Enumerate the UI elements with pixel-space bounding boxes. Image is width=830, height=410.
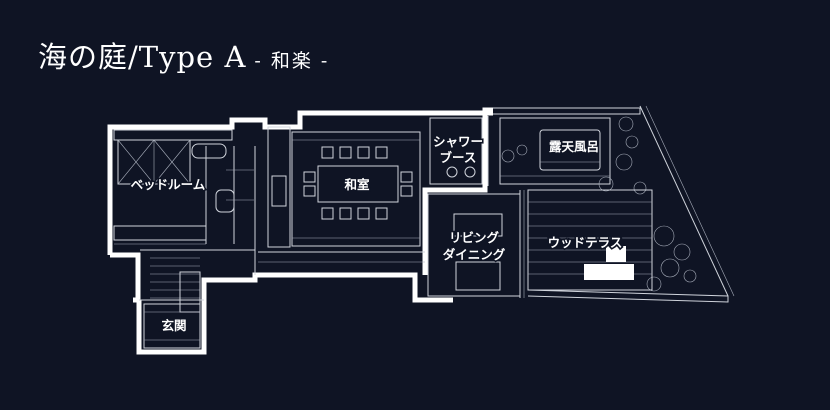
bedroom-bathtub — [191, 143, 227, 159]
washitsu-alcove — [267, 126, 291, 248]
terrace-deck — [527, 189, 653, 291]
plan-title: 海の庭/Type A - 和楽 - — [38, 34, 329, 76]
garden-stones — [501, 116, 697, 292]
bedroom-toilet — [215, 189, 235, 213]
room-label-rotenburo: 露天風呂 — [549, 139, 599, 154]
entrance-shoe-cabinet — [179, 271, 201, 313]
shower-enclosure — [429, 117, 483, 185]
plan-title-main: 海の庭/Type A — [38, 40, 247, 74]
bath-tub — [539, 129, 601, 171]
terrace-daybed — [584, 264, 634, 280]
washitsu: 和室 — [258, 126, 425, 263]
room-label-genkan: 玄関 — [161, 318, 186, 333]
room-label-wood-terrace: ウッドテラス — [548, 235, 623, 250]
washitsu-tatami — [291, 131, 421, 247]
room-label-living-2: ダイニング — [443, 247, 506, 262]
genkan-area — [143, 303, 201, 349]
living-sofa — [453, 213, 503, 237]
washitsu-cushions — [303, 146, 413, 220]
room-label-shower-2: ブース — [440, 150, 477, 165]
outer-walls — [107, 107, 493, 355]
bath-deck — [499, 117, 611, 185]
washitsu-cabinet — [271, 175, 287, 207]
dining-table — [455, 261, 501, 291]
plan-title-subtitle: - 和楽 - — [254, 50, 330, 72]
living-area — [427, 193, 521, 297]
shower-booth: シャワー ブース — [429, 116, 489, 186]
bedroom-closet — [113, 129, 233, 141]
living-dining: リビング ダイニング — [427, 190, 525, 298]
terrace-chair — [606, 246, 626, 262]
corridor: 玄関 — [139, 146, 256, 349]
room-label-bedroom: ベッドルーム — [131, 177, 206, 192]
wood-terrace: ウッドテラス — [527, 189, 729, 303]
bedroom-desk — [113, 225, 207, 241]
room-label-living-1: リビング — [449, 230, 500, 245]
bedroom: ベッドルーム — [113, 129, 254, 245]
room-label-shower-1: シャワー — [433, 134, 483, 149]
open-air-bath: 露天風呂 — [493, 105, 735, 297]
washitsu-table — [317, 165, 399, 203]
room-label-washitsu: 和室 — [343, 177, 370, 192]
